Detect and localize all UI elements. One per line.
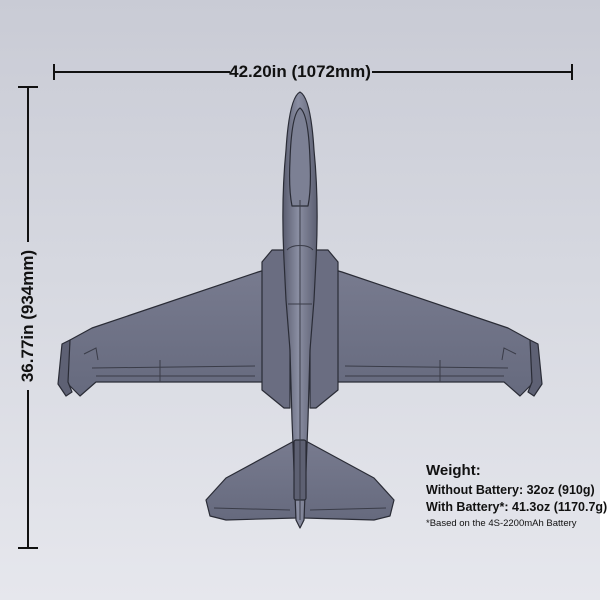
left-wingtip	[57, 339, 73, 397]
weight-title: Weight:	[426, 462, 481, 479]
control-surface-lines	[83, 200, 517, 520]
weight-info: Weight: Without Battery: 32oz (910g) Wit…	[426, 462, 607, 529]
right-wingtip	[527, 339, 543, 397]
length-label: 36.77in (934mm)	[18, 249, 37, 383]
weight-without-battery: Without Battery: 32oz (910g)	[426, 483, 595, 497]
left-wing	[65, 267, 273, 397]
battery-footnote: *Based on the 4S-2200mAh Battery	[426, 518, 577, 529]
wingspan-label: 42.20in (1072mm)	[229, 62, 371, 81]
height-dimension-line	[18, 86, 38, 549]
weight-with-battery: With Battery*: 41.3oz (1170.7g)	[426, 500, 607, 514]
right-wing	[327, 267, 535, 397]
width-dimension-line	[53, 64, 573, 80]
